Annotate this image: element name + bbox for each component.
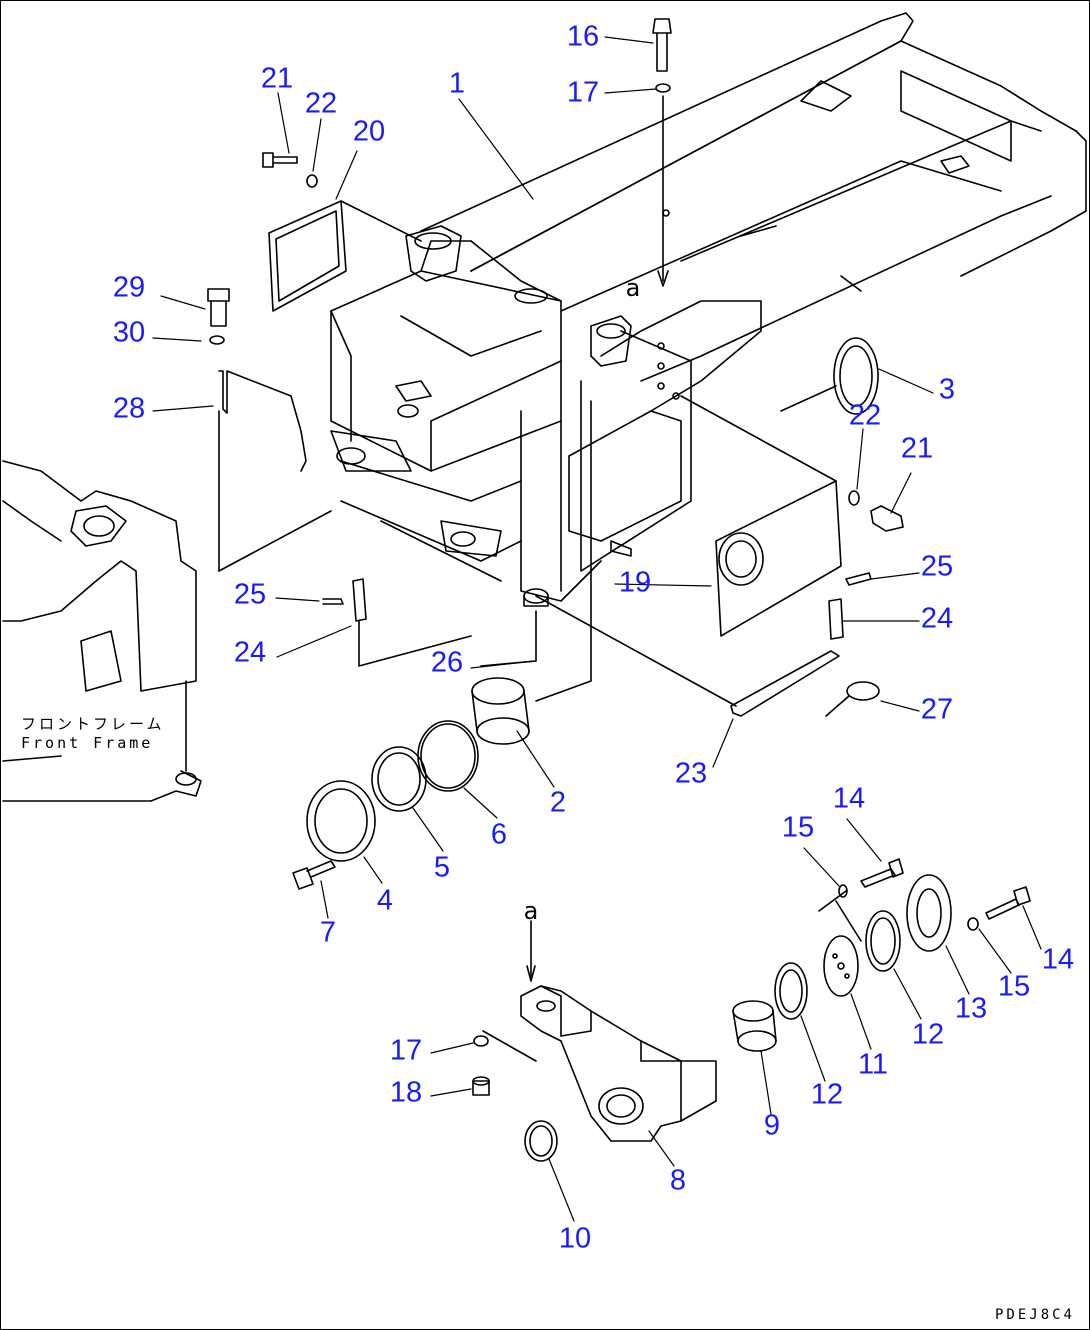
view-marker-a-upper: a [625, 274, 641, 302]
rear-frame [330, 12, 1087, 607]
callout-27[interactable]: 27 [920, 693, 954, 726]
callout-17[interactable]: 17 [566, 76, 600, 109]
callout-4[interactable]: 4 [376, 884, 394, 917]
small-parts [207, 18, 1031, 1162]
callout-30[interactable]: 30 [112, 316, 146, 349]
callout-22[interactable]: 22 [304, 87, 338, 120]
callout-28[interactable]: 28 [112, 392, 146, 425]
center-bracket [520, 920, 717, 1142]
callout-14-lower[interactable]: 14 [1041, 943, 1075, 976]
callout-15-upper[interactable]: 15 [781, 811, 815, 844]
callout-18[interactable]: 18 [389, 1076, 423, 1109]
callout-19[interactable]: 19 [618, 566, 652, 599]
callout-15-lower[interactable]: 15 [997, 970, 1031, 1003]
callout-17-lower[interactable]: 17 [389, 1034, 423, 1067]
callout-21[interactable]: 21 [260, 62, 294, 95]
callout-24-right[interactable]: 24 [920, 602, 954, 635]
callout-14-upper[interactable]: 14 [832, 782, 866, 815]
front-frame-caption: フロントフレーム Front Frame [21, 715, 165, 753]
callout-16[interactable]: 16 [566, 20, 600, 53]
callout-5[interactable]: 5 [433, 851, 451, 884]
callout-29[interactable]: 29 [112, 271, 146, 304]
callout-3[interactable]: 3 [938, 373, 956, 406]
callout-25-left[interactable]: 25 [233, 578, 267, 611]
callout-23[interactable]: 23 [674, 757, 708, 790]
callout-12-upper[interactable]: 12 [911, 1018, 945, 1051]
drawing-code: PDEJ8C4 [994, 1307, 1075, 1323]
callout-8[interactable]: 8 [669, 1164, 687, 1197]
callout-2[interactable]: 2 [549, 786, 567, 819]
front-frame [2, 460, 202, 802]
callout-1[interactable]: 1 [448, 67, 466, 100]
callout-7[interactable]: 7 [319, 916, 337, 949]
callout-9[interactable]: 9 [763, 1109, 781, 1142]
callout-22-right[interactable]: 22 [848, 399, 882, 432]
callout-21-right[interactable]: 21 [900, 432, 934, 465]
callout-11[interactable]: 11 [857, 1048, 889, 1081]
callout-13[interactable]: 13 [954, 992, 988, 1025]
callout-6[interactable]: 6 [490, 818, 508, 851]
front-frame-label-en: Front Frame [21, 733, 154, 752]
callout-10[interactable]: 10 [558, 1222, 592, 1255]
callout-26[interactable]: 26 [430, 646, 464, 679]
callout-20[interactable]: 20 [352, 115, 386, 148]
callout-25-right[interactable]: 25 [920, 550, 954, 583]
front-frame-label-jp: フロントフレーム [21, 715, 165, 733]
leader-lines [152, 36, 1042, 1222]
callout-12-lower[interactable]: 12 [810, 1078, 844, 1111]
callout-24-left[interactable]: 24 [233, 636, 267, 669]
view-marker-a-lower: a [523, 897, 539, 925]
